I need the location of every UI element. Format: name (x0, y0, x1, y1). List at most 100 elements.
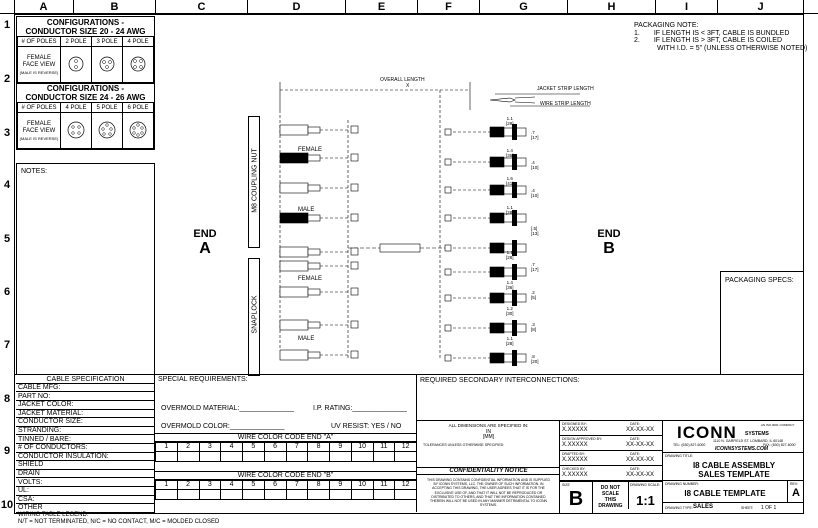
size-label: SIZE (562, 483, 570, 487)
connector-box (444, 244, 452, 252)
connector-box (350, 261, 359, 270)
wire-color-cell[interactable] (350, 489, 374, 500)
connector-drawing (279, 82, 590, 366)
wire-color-cell[interactable] (198, 489, 222, 500)
wire-color-cell[interactable] (394, 451, 417, 462)
company-fax: FAX: (630) 827-6000 (763, 443, 796, 447)
wire-color-cell[interactable] (155, 489, 178, 500)
company-logo: ICONN (677, 423, 737, 442)
male-top-label: MALE (298, 207, 315, 213)
rev-label: REV: (790, 482, 799, 486)
company-block: ICONN SYSTEMS AN ISO 9001 COMPANY 1110 N… (662, 421, 804, 453)
scale-label: DRAWING SCALE: (630, 483, 661, 487)
sheet-label: SHEET: (741, 506, 754, 510)
connector-neck (307, 351, 321, 359)
packaging-specs-label: PACKAGING SPECS: (725, 277, 794, 284)
approval-label: DESIGN APPROVED BY: (562, 437, 603, 441)
connector-neck (307, 214, 321, 222)
wire-color-cell[interactable] (198, 451, 222, 462)
ip-rating: I.P. RATING:______________ (313, 405, 407, 412)
wire-color-cell[interactable] (263, 451, 287, 462)
wire-color-cell[interactable] (372, 451, 396, 462)
connector-box (444, 128, 452, 136)
connector-body (279, 212, 309, 224)
connector-box (350, 320, 359, 329)
connector-body (279, 286, 309, 298)
company-tagline: AN ISO 9001 COMPANY (761, 423, 795, 427)
wire-color-cell[interactable] (329, 451, 352, 462)
row-label: 4 (3, 179, 11, 191)
connector-box (350, 213, 359, 222)
right-connector (444, 320, 527, 336)
spec-row: # OF CONDUCTORS: (16, 444, 155, 453)
connector-box (444, 354, 452, 362)
connector-box (350, 183, 359, 192)
length-dimension: 1.1 [28] (506, 205, 514, 215)
wire-color-cell[interactable] (350, 451, 374, 462)
wire-color-cell[interactable] (307, 489, 330, 500)
right-connector (444, 240, 527, 256)
connector-cap (512, 320, 517, 336)
packaging-note: PACKAGING NOTE: 1.IF LENGTH IS < 3FT, CA… (634, 22, 807, 52)
spec-row: OTHER (16, 504, 155, 513)
company-tel: TEL: (630) 827-6000 (673, 443, 706, 447)
drawing-number-block: DRAWING NUMBER: I8 CABLE TEMPLATE REV: A (662, 481, 804, 503)
face-label-view: FACE VIEW (22, 62, 56, 68)
drawing-type-block: DRAWING TYPE: SALES SHEET: 1 OF 1 (662, 503, 804, 513)
wire-color-cell[interactable] (220, 451, 243, 462)
face-6pole (122, 112, 154, 149)
connector-body-dark (489, 184, 505, 196)
left-connector (279, 260, 359, 272)
approval-name: X.XXXXX (562, 457, 588, 463)
connector-neck (307, 154, 321, 162)
wire-color-cell[interactable] (372, 489, 396, 500)
wire-color-cell[interactable] (242, 489, 265, 500)
config2-title: CONFIGURATIONS - CONDUCTOR SIZE 24 - 26 … (17, 84, 154, 102)
height-dimension: .7 [17] (531, 130, 539, 140)
height-dimension: .2 [5] (531, 290, 537, 300)
approval-name: X.XXXXX (562, 427, 588, 433)
spec-row: STRANDING: (16, 427, 155, 436)
config1-title-line2: CONDUCTOR SIZE 20 - 24 AWG (25, 27, 146, 36)
connector-body-dark (489, 156, 505, 168)
overall-length-label: OVERALL LENGTH (380, 77, 425, 83)
wire-color-cell[interactable] (285, 451, 309, 462)
drawing-title-block: DRAWING TITLE: I8 CABLE ASSEMBLY SALES T… (662, 453, 804, 481)
approval-label: DESIGNED BY: (562, 422, 587, 426)
wire-color-cell[interactable] (394, 489, 417, 500)
wire-color-cell[interactable] (285, 489, 309, 500)
wire-color-cell[interactable] (155, 451, 178, 462)
approval-date: XX-XX-XX (626, 457, 655, 463)
connector-box (444, 186, 452, 194)
drawing-type: SALES (693, 504, 714, 510)
wire-color-cell[interactable] (307, 451, 330, 462)
wire-color-cell[interactable] (329, 489, 352, 500)
drawing-title-1: I8 CABLE ASSEMBLY (692, 461, 776, 470)
wire-color-cell[interactable] (220, 489, 243, 500)
row-label: 9 (3, 445, 11, 457)
right-connectors (444, 124, 527, 366)
notes-box: NOTES: (16, 163, 155, 375)
dims-mm: [MM] (482, 434, 495, 440)
connector-body (279, 319, 309, 331)
dims-block: ALL DIMENSIONS ARE SPECIFIED IN: IN [MM]… (417, 421, 560, 513)
wire-color-cell[interactable] (263, 489, 287, 500)
special-title: SPECIAL REQUIREMENTS: (158, 376, 248, 383)
wire-color-cell[interactable] (176, 489, 200, 500)
row-label: 1 (3, 19, 11, 31)
left-connector (279, 182, 359, 194)
connector-box (444, 324, 452, 332)
wire-color-cell[interactable] (176, 451, 200, 462)
wire-color-cell[interactable] (242, 451, 265, 462)
right-connector (444, 350, 527, 366)
left-connector (279, 286, 359, 298)
connector-neck (307, 126, 321, 134)
end-b-word: END (597, 228, 621, 240)
left-connector (279, 349, 359, 361)
config1-title: CONFIGURATIONS - CONDUCTOR SIZE 20 - 24 … (17, 18, 154, 36)
face-label-female: FEMALE (26, 55, 51, 61)
face-label-female: FEMALE (26, 121, 51, 127)
